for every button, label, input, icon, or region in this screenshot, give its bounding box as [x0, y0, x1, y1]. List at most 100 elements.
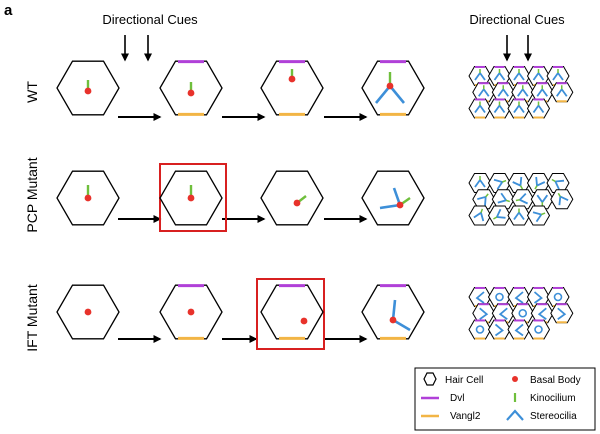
cell-outline: [468, 98, 492, 119]
hair-cells-layer: [56, 60, 425, 340]
cell-outline: [472, 303, 496, 324]
stereocilia-bundle: [553, 292, 563, 302]
epithelial-cell: [507, 205, 531, 226]
cell-outline: [511, 189, 535, 210]
legend-vangl2: Vangl2: [450, 411, 481, 422]
basal-body: [293, 199, 301, 207]
kinocilium: [485, 193, 489, 198]
cell-outline: [526, 98, 551, 119]
cell-outline: [530, 303, 554, 324]
basal-body: [84, 308, 92, 316]
hair-cell-outline: [260, 284, 324, 340]
hair-cell: [260, 60, 324, 116]
cell-outline: [526, 319, 551, 340]
kinocilium: [493, 216, 498, 220]
epithelial-cell: [487, 319, 512, 340]
basal-body: [386, 82, 394, 90]
cell-outline: [530, 189, 554, 210]
stage-arrows: [118, 113, 368, 343]
hair-cell-outline: [260, 170, 324, 226]
hair-cell: [159, 284, 223, 340]
kinocilium: [551, 178, 556, 183]
basal-body: [300, 317, 308, 325]
hair-cell: [56, 170, 120, 226]
stereocilia-bundle: [494, 323, 504, 337]
epithelium-wt: [468, 65, 574, 119]
cell-outline: [491, 82, 515, 103]
legend-dvl: Dvl: [450, 393, 464, 404]
directional-cues-label: Directional Cues: [102, 12, 198, 27]
row-label-ift-mutant: IFT Mutant: [24, 284, 40, 352]
epithelium-ift-mutant: [468, 286, 574, 340]
legend-basal-body: Basal Body: [530, 375, 581, 386]
hair-cell: [159, 60, 223, 116]
epithelial-cell: [472, 189, 496, 210]
cell-outline: [487, 319, 512, 340]
epithelial-cell: [550, 82, 574, 103]
kinocilium: [515, 199, 520, 202]
kinocilium: [534, 185, 538, 190]
directional-cues-label-right: Directional Cues: [469, 12, 565, 27]
panel-label: a: [4, 2, 13, 19]
basal-body: [187, 194, 195, 202]
epithelial-cell: [468, 173, 492, 193]
cell-outline: [487, 205, 512, 226]
stereocilia-bundle: [475, 325, 485, 334]
epithelial-cell: [468, 319, 492, 340]
stereocilia-bundle: [514, 323, 524, 337]
cell-outline: [550, 303, 574, 324]
stereocilia-bundle: [498, 307, 508, 320]
epithelial-cell: [507, 286, 531, 308]
legend: Hair Cell Basal Body Dvl Kinocilium Vang…: [414, 367, 596, 431]
basal-body: [396, 201, 404, 209]
basal-body: [187, 89, 195, 97]
kinocilium: [557, 192, 561, 197]
cell-outline: [526, 205, 551, 226]
stereocilia-icon: [506, 409, 524, 421]
legend-stereocilia: Stereocilia: [530, 411, 577, 422]
stereocilia-bundle: [475, 291, 485, 304]
epithelial-cell: [487, 205, 512, 226]
basal-body: [389, 316, 397, 324]
hair-cell-outline: [260, 60, 324, 116]
highlight-box-ift: [256, 278, 325, 350]
epithelial-cell: [511, 189, 535, 210]
cell-outline: [468, 205, 492, 226]
row-label-wt: WT: [24, 81, 40, 103]
cell-outline: [511, 303, 535, 324]
basal-body: [288, 75, 296, 83]
cell-outline: [511, 82, 535, 103]
epithelial-cell: [550, 189, 574, 210]
epithelial-cell: [526, 98, 551, 119]
cell-outline: [550, 82, 574, 103]
legend-kinocilium: Kinocilium: [530, 393, 576, 404]
stereocilia-bundle: [534, 325, 543, 334]
stereocilia-bundle: [495, 292, 504, 302]
epithelial-cell: [511, 303, 535, 324]
stereocilia-bundle: [533, 291, 543, 304]
epithelial-cell: [487, 98, 512, 119]
stereocilia-bundle: [537, 307, 547, 320]
hair-cell: [361, 284, 425, 340]
epithelial-cell: [530, 189, 554, 210]
kinocilium: [519, 185, 524, 190]
epithelial-cell: [526, 173, 551, 193]
basal-body-icon: [512, 376, 518, 382]
basal-body: [84, 194, 92, 202]
epithelial-cell: [526, 319, 551, 340]
hair-cell: [56, 284, 120, 340]
hair-cell: [260, 170, 324, 226]
epithelial-cell: [491, 189, 515, 210]
cell-outline: [491, 189, 515, 210]
stereocilia-bundle: [479, 307, 489, 320]
cell-outline: [491, 303, 515, 324]
epithelial-cell: [526, 205, 551, 226]
epithelial-cell: [507, 173, 531, 193]
epithelium-clusters-layer: [468, 65, 574, 340]
epithelial-cell: [530, 82, 554, 103]
hair-cell: [361, 60, 425, 116]
epithelial-cell: [468, 205, 492, 226]
hair-cell: [361, 170, 425, 226]
hair-cell: [159, 170, 223, 226]
